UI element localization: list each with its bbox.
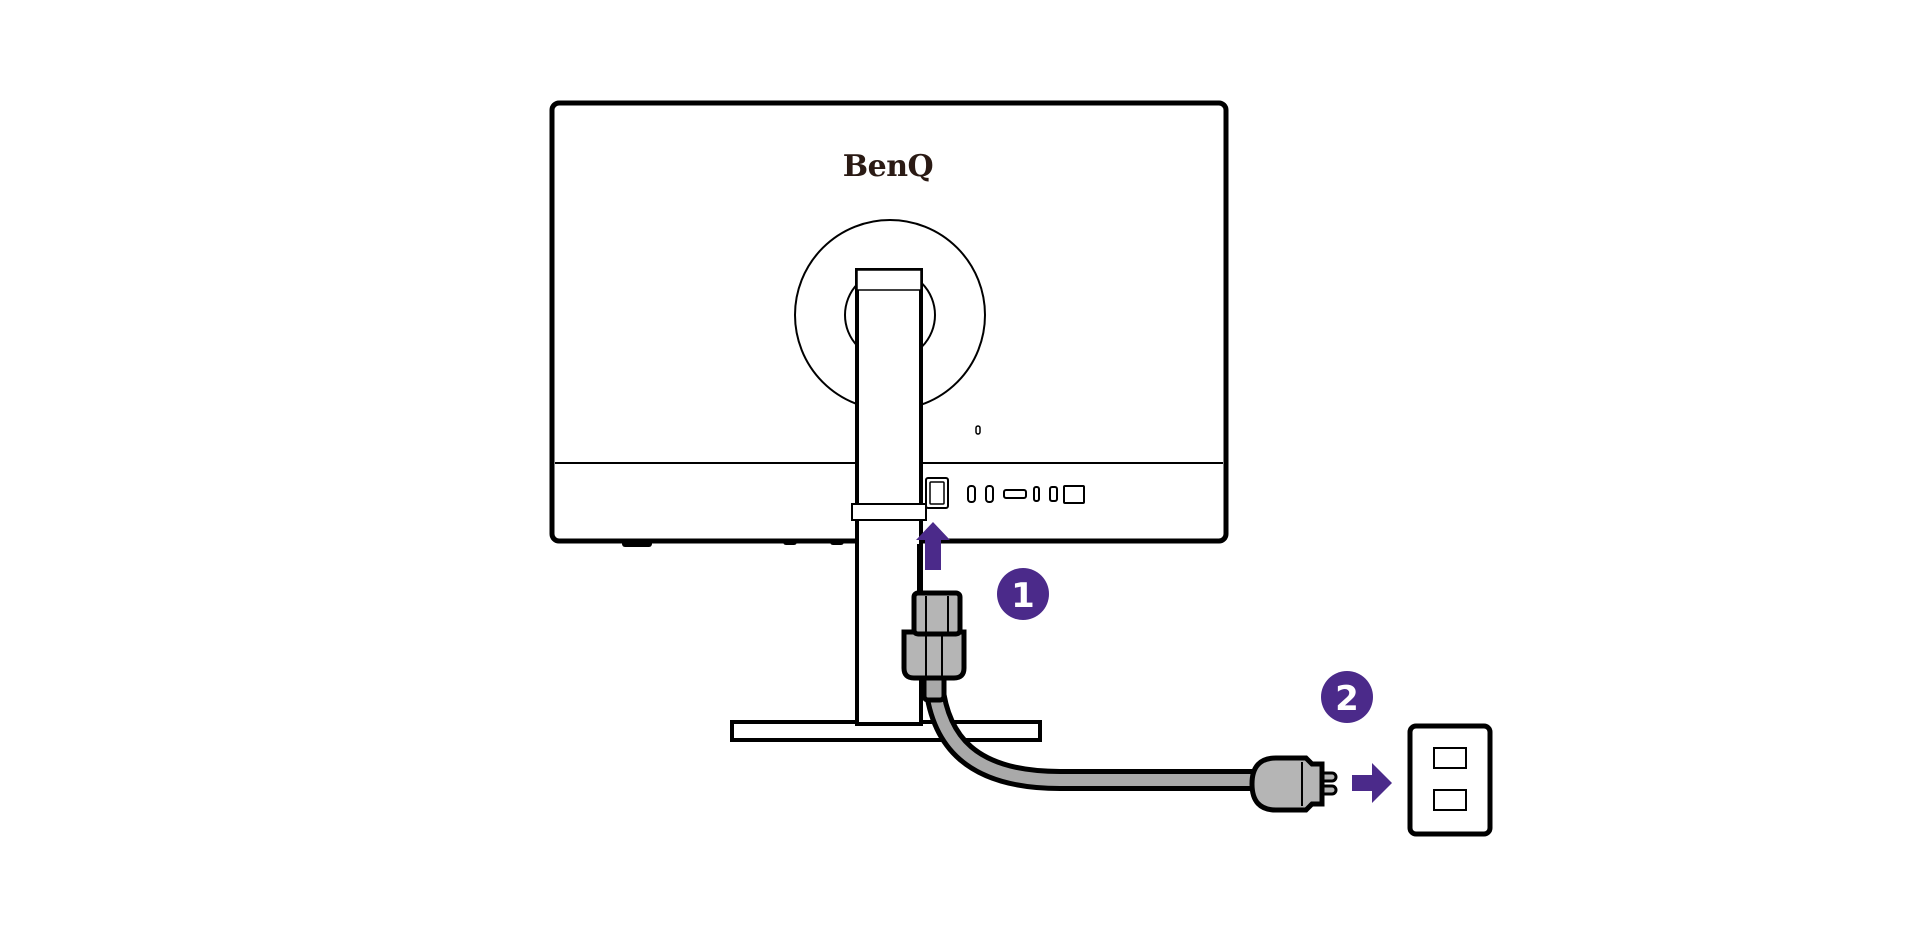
step-2-number: 2	[1335, 679, 1359, 719]
status-led	[975, 425, 981, 435]
hdmi-port	[985, 485, 994, 503]
io-port-row	[925, 477, 1085, 509]
step-1-number: 1	[1011, 576, 1035, 616]
iec-power-connector	[901, 590, 967, 703]
arrow-up-icon	[916, 522, 950, 570]
hdmi-port	[967, 485, 976, 503]
wall-plug	[1249, 755, 1338, 813]
arrow-right-icon	[1352, 763, 1392, 803]
step-1-badge: 1	[997, 568, 1049, 620]
cable-clip	[851, 503, 927, 521]
outlet-plate	[1407, 723, 1493, 837]
outlet-socket-bottom	[1433, 789, 1467, 811]
connector-stub	[917, 544, 921, 592]
displayport-port	[1003, 489, 1027, 499]
monitor-foot	[622, 539, 652, 547]
power-socket-inner	[929, 481, 945, 505]
usb-port	[1049, 486, 1058, 502]
plug-body	[1249, 755, 1325, 813]
step-2-badge: 2	[1321, 671, 1373, 723]
brand-logo: BenQ	[843, 149, 933, 184]
stand-neck-top-mount	[856, 269, 922, 291]
usb-port	[1033, 486, 1040, 502]
monitor-foot	[783, 539, 797, 545]
wall-outlet	[1407, 723, 1493, 837]
power-cable	[923, 674, 1273, 791]
monitor-foot	[830, 539, 844, 545]
outlet-socket-top	[1433, 747, 1467, 769]
audio-port	[1063, 485, 1085, 504]
cable-fill	[928, 679, 1268, 786]
